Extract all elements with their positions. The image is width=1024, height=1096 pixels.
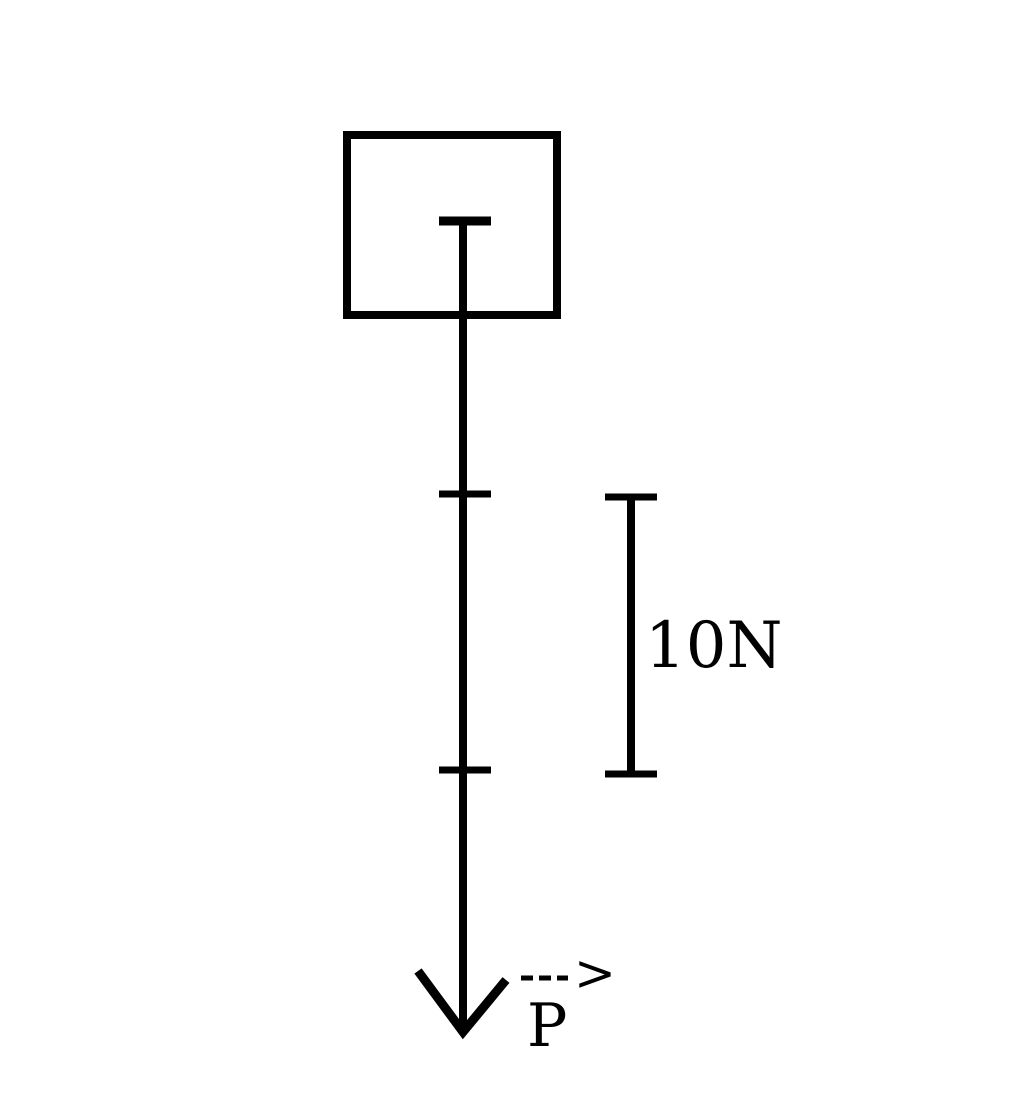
vector-label-arrow: > — [574, 944, 616, 1002]
scale-label: 10N — [645, 609, 782, 683]
force-vector-arrowhead — [414, 968, 510, 1040]
vector-label: P — [527, 991, 567, 1061]
object-box — [343, 131, 561, 319]
